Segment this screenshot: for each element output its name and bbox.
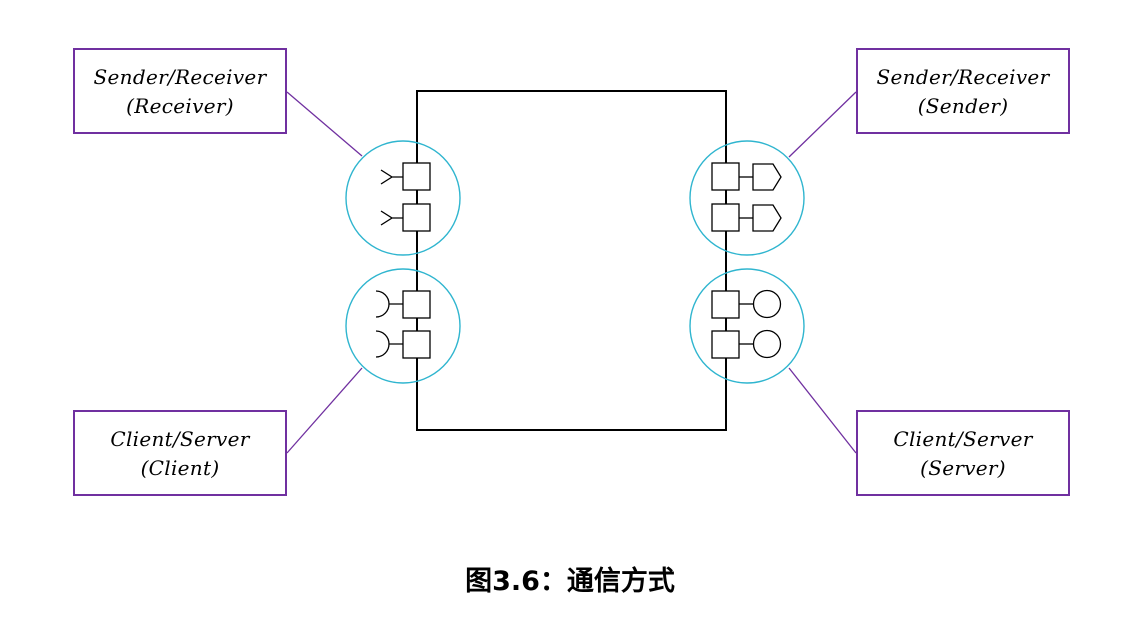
label-line-1: Client/Server: [893, 427, 1033, 451]
sender-interface-symbol: [752, 204, 782, 232]
client-port: [402, 290, 431, 319]
figure-caption: 图3.6：通信方式: [465, 565, 675, 597]
client-required-interface-symbol: [375, 330, 403, 358]
client-port-group-circle: [345, 268, 461, 384]
label-box-bottom-right: Client/Server (Server): [856, 410, 1070, 496]
label-box-bottom-left: Client/Server (Client): [73, 410, 287, 496]
label-box-frame: [73, 410, 287, 496]
sender-port: [711, 203, 740, 232]
label-box-top-left: Sender/Receiver (Receiver): [73, 48, 287, 134]
sender-ports: [711, 162, 782, 232]
label-box-frame: [73, 48, 287, 134]
label-line-2: (Server): [920, 456, 1006, 480]
receiver-interface-symbol: [380, 169, 403, 185]
server-provided-interface-symbol: [752, 329, 782, 359]
software-component-box: [416, 90, 727, 431]
connector-line-bottom-right: [788, 367, 857, 454]
client-required-interface-symbol: [375, 290, 403, 318]
client-ports: [375, 290, 431, 359]
sender-port-group-circle: [689, 140, 805, 256]
label-line-1: Sender/Receiver: [94, 65, 268, 89]
server-ports: [711, 289, 782, 359]
connector-line-bottom-left: [286, 367, 363, 454]
server-port-group-circle: [689, 268, 805, 384]
server-port: [711, 330, 740, 359]
client-port: [402, 330, 431, 359]
server-port: [711, 290, 740, 319]
receiver-interface-symbol: [380, 210, 403, 226]
label-box-frame: [856, 48, 1070, 134]
receiver-port: [402, 203, 431, 232]
sender-interface-symbol: [752, 163, 782, 191]
label-box-top-right: Sender/Receiver (Sender): [856, 48, 1070, 134]
receiver-port-group-circle: [345, 140, 461, 256]
label-line-2: (Receiver): [126, 94, 234, 118]
label-line-1: Client/Server: [110, 427, 250, 451]
label-box-frame: [856, 410, 1070, 496]
server-provided-interface-symbol: [752, 289, 782, 319]
label-line-2: (Client): [141, 456, 220, 480]
label-line-1: Sender/Receiver: [877, 65, 1051, 89]
receiver-port: [402, 162, 431, 191]
receiver-ports: [380, 162, 431, 232]
label-line-2: (Sender): [918, 94, 1009, 118]
connector-line-top-left: [286, 91, 363, 157]
sender-port: [711, 162, 740, 191]
connector-line-top-right: [788, 91, 857, 158]
